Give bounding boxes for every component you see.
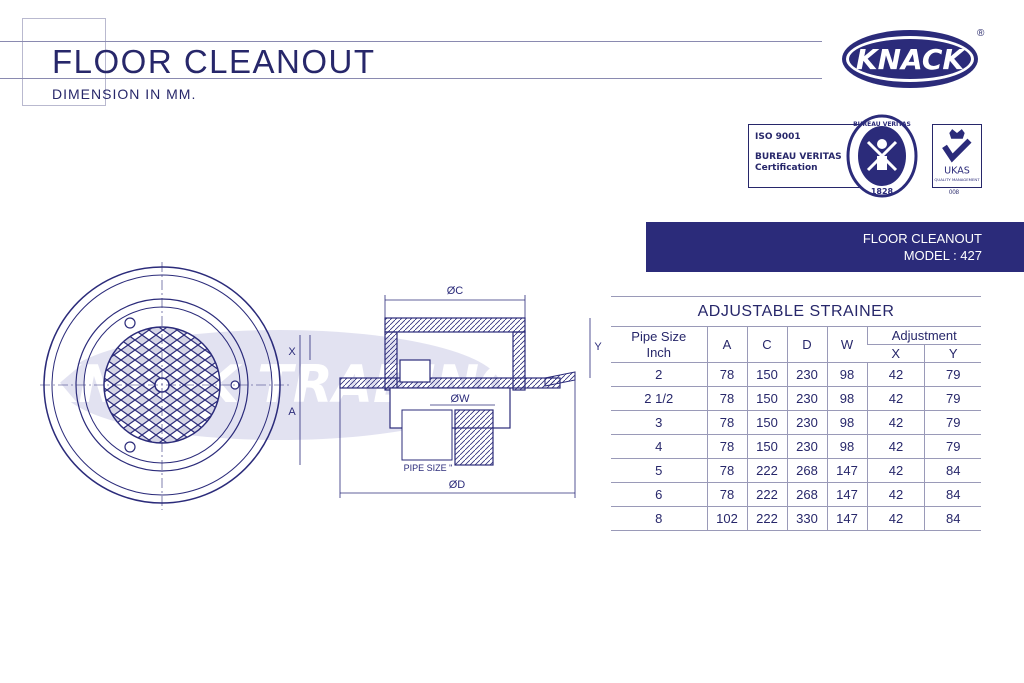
technical-drawing: KNACK TRADING [38,262,602,510]
knack-logo: KNACK [842,30,978,88]
page-subtitle: DIMENSION IN MM. [52,86,197,102]
table-title: ADJUSTABLE STRAINER [611,296,981,326]
seal-text: BUREAU VERITAS [853,121,911,128]
dimension-a-label: A [288,406,296,418]
section-view [339,317,576,466]
dimension-c-label: ØC [447,285,464,297]
ukas-code: 008 [949,190,960,196]
bureau-veritas-seal-icon: BUREAU VERITAS 1828 [846,114,918,198]
corner-frame-bottom [22,105,106,106]
corner-frame-left [22,18,23,106]
model-product: FLOOR CLEANOUT [862,231,982,246]
header-y: Y [924,344,981,363]
checkmark-icon [942,138,972,163]
logo-text: KNACK [856,43,966,76]
plan-view [40,262,290,510]
corner-frame-top [22,18,106,19]
registered-mark: ® [977,28,985,39]
seal-year: 1828 [871,187,894,196]
model-number: MODEL : 427 [903,248,982,263]
dimension-x-label: X [288,346,296,358]
ukas-label: UKAS [944,165,970,176]
dimension-d-label: ØD [449,479,466,491]
header-w: W [826,326,867,363]
header-rule-top [0,41,822,42]
header-c: C [746,326,787,363]
header-pipe-size: Pipe Size Inch [611,326,707,363]
certification-label: Certification [755,163,818,173]
ukas-mark: UKAS QUALITY MANAGEMENT [932,124,982,188]
ukas-sub: QUALITY MANAGEMENT [934,177,980,182]
header-adjustment: Adjustment [866,326,981,345]
pipe-size-label: PIPE SIZE " [404,463,453,473]
dimension-w-label: ØW [451,393,471,405]
page-title: FLOOR CLEANOUT [52,43,376,80]
bureau-veritas-label: BUREAU VERITAS [755,152,842,162]
iso-label: ISO 9001 [755,132,801,142]
dimension-y-label: Y [594,341,602,353]
corner-frame-right [105,18,106,106]
model-band: FLOOR CLEANOUT MODEL : 427 [646,222,1024,272]
dimension-lines [299,295,591,498]
header-x: X [867,344,925,363]
header-rule-bottom [0,78,822,79]
header-d: D [786,326,827,363]
crown-icon [949,129,965,139]
header-a: A [706,326,747,363]
